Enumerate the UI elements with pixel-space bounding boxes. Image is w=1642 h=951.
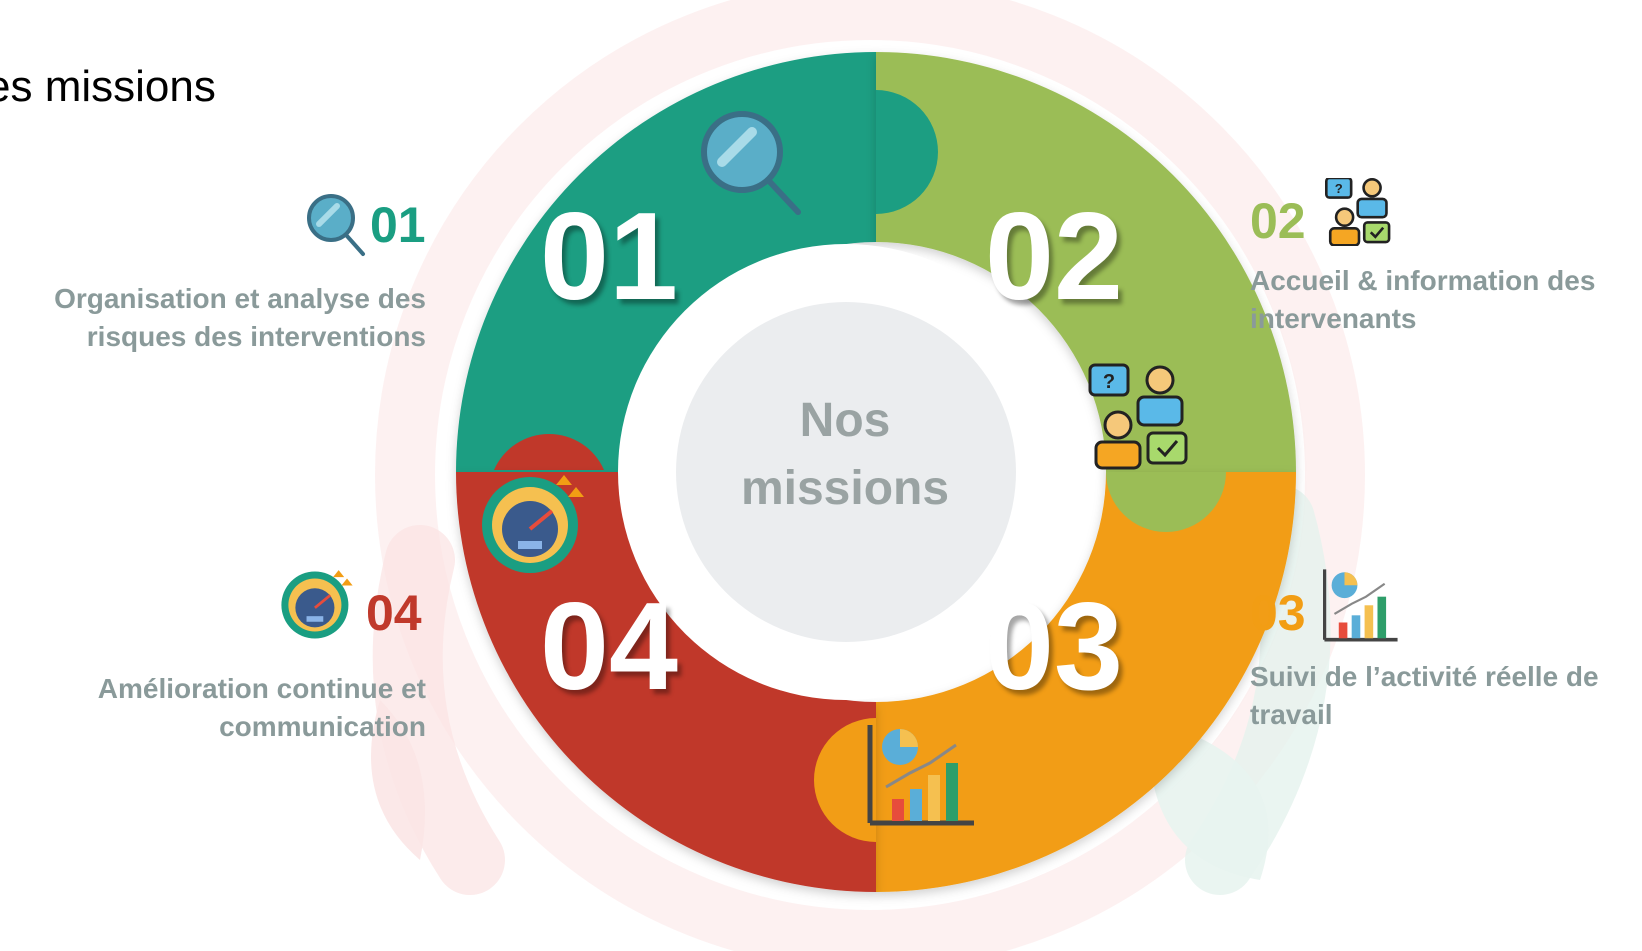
mission-01-line1: Organisation et analyse des [54,283,426,314]
segment-03 [876,472,1296,892]
chart-icon [867,725,974,826]
svg-text:?: ? [1335,181,1343,196]
center-label-line2: missions [740,462,950,515]
mission-description-02: Accueil & information des intervenants [1250,262,1642,338]
mission-description-04: Amélioration continue et communication [6,670,426,746]
mission-02-line1: Accueil & information des [1250,265,1596,296]
mission-04-line2: communication [219,711,426,742]
segment-04 [456,472,876,892]
center-label: Nos missions [695,387,995,523]
svg-text:?: ? [1103,371,1115,393]
mission-number-01: 01 [370,197,426,253]
wheel-number-04: 04 [540,578,678,716]
mission-number-04: 04 [366,585,422,641]
segment-02 [876,52,1296,472]
performance-gauge-icon [281,570,353,639]
wheel-number-01: 01 [540,188,678,326]
magnifier-icon [701,111,801,215]
magnifier-icon [307,194,365,256]
mission-number-02: 02 [1250,193,1306,249]
mission-description-03: Suivi de l’activité réelle de travail [1250,658,1642,734]
mission-description-01: Organisation et analyse des risques des … [6,280,426,356]
people-dialogue-icon: ? [1088,363,1188,470]
mission-03-line1: Suivi de l’activité réelle de [1250,661,1599,692]
mission-02-line2: intervenants [1250,303,1417,334]
mission-number-03: 03 [1250,585,1306,641]
performance-gauge-icon [482,475,584,573]
wheel-number-03: 03 [985,578,1123,716]
mission-04-line1: Amélioration continue et [97,673,426,704]
mission-01-line2: risques des interventions [86,321,426,352]
mission-03-line2: travail [1250,699,1333,730]
people-dialogue-icon: ? [1325,178,1391,246]
center-label-line1: Nos [799,394,891,447]
center-disc [676,302,1016,642]
wheel-number-02: 02 [985,188,1123,326]
chart-icon [1323,569,1398,642]
page-title: es missions [0,62,216,111]
